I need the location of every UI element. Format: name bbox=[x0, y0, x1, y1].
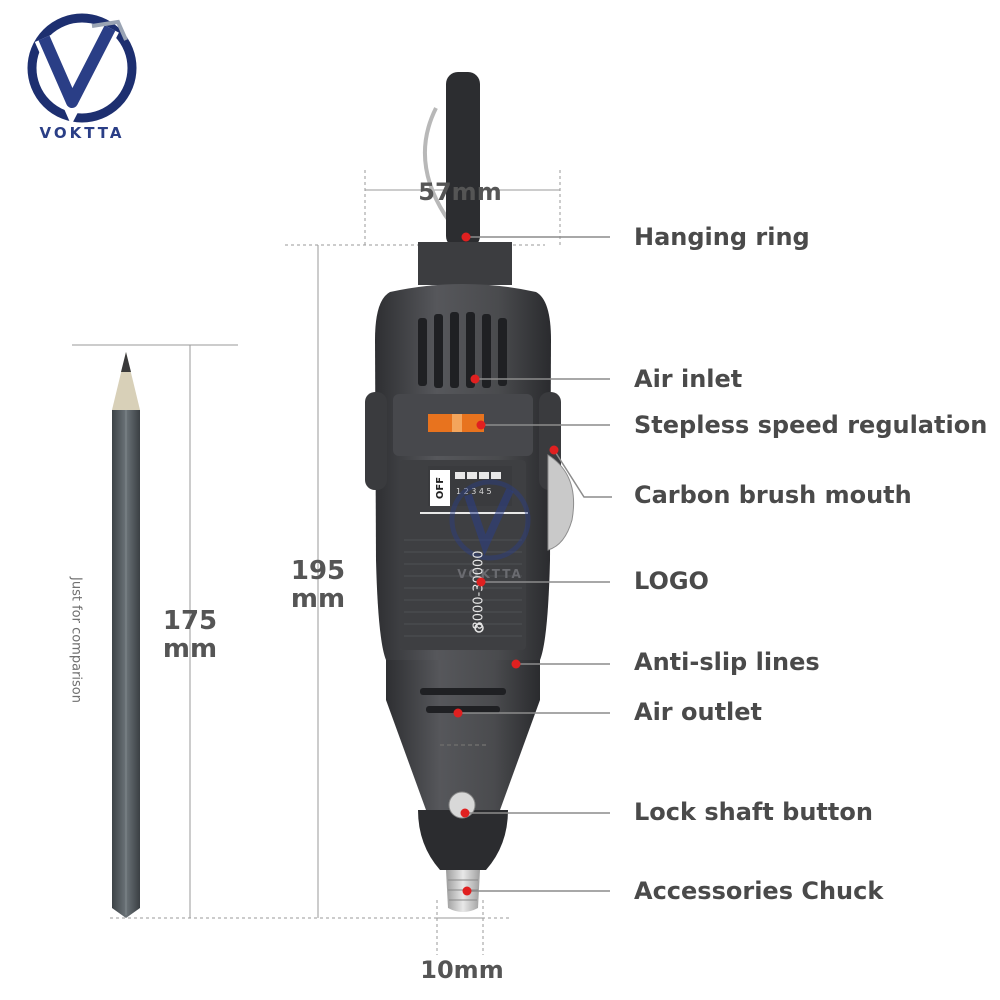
callout-lines bbox=[458, 236, 612, 892]
label-logo: LOGO bbox=[634, 567, 709, 595]
comparison-note: Just for comparison bbox=[68, 577, 84, 703]
label-speed-regulation: Stepless speed regulation bbox=[634, 411, 988, 439]
speed-range-text: 8000-30000 bbox=[472, 550, 487, 629]
pencil-length-value: 175 bbox=[162, 606, 218, 636]
label-lock-shaft: Lock shaft button bbox=[634, 798, 873, 826]
comparison-pencil bbox=[112, 352, 140, 918]
anti-slip-texture bbox=[404, 539, 522, 637]
tool-length-unit: mm bbox=[290, 584, 346, 614]
brand-name: VOKTTA bbox=[39, 124, 125, 142]
lower-cone bbox=[386, 660, 540, 810]
label-anti-slip: Anti-slip lines bbox=[634, 648, 820, 676]
dimension-lines bbox=[72, 170, 561, 955]
body-logo-text: VOKTTA bbox=[457, 567, 523, 581]
label-air-inlet: Air inlet bbox=[634, 365, 743, 393]
pencil-length-unit: mm bbox=[162, 634, 218, 664]
tip-width-label: 10mm bbox=[420, 956, 504, 984]
air-outlet-vents bbox=[420, 688, 506, 713]
label-hanging-ring: Hanging ring bbox=[634, 223, 810, 251]
top-width-label: 57mm bbox=[418, 178, 502, 206]
label-chuck: Accessories Chuck bbox=[634, 877, 884, 905]
label-carbon-brush: Carbon brush mouth bbox=[634, 481, 912, 509]
label-air-outlet: Air outlet bbox=[634, 698, 763, 726]
tool-length-value: 195 bbox=[290, 556, 346, 586]
off-marking: OFF bbox=[435, 477, 446, 499]
callout-dots bbox=[453, 232, 559, 896]
speed-marks: 1 2 3 4 5 bbox=[456, 487, 492, 496]
voktta-logo-icon bbox=[27, 13, 137, 125]
air-inlet-vents bbox=[418, 312, 507, 388]
